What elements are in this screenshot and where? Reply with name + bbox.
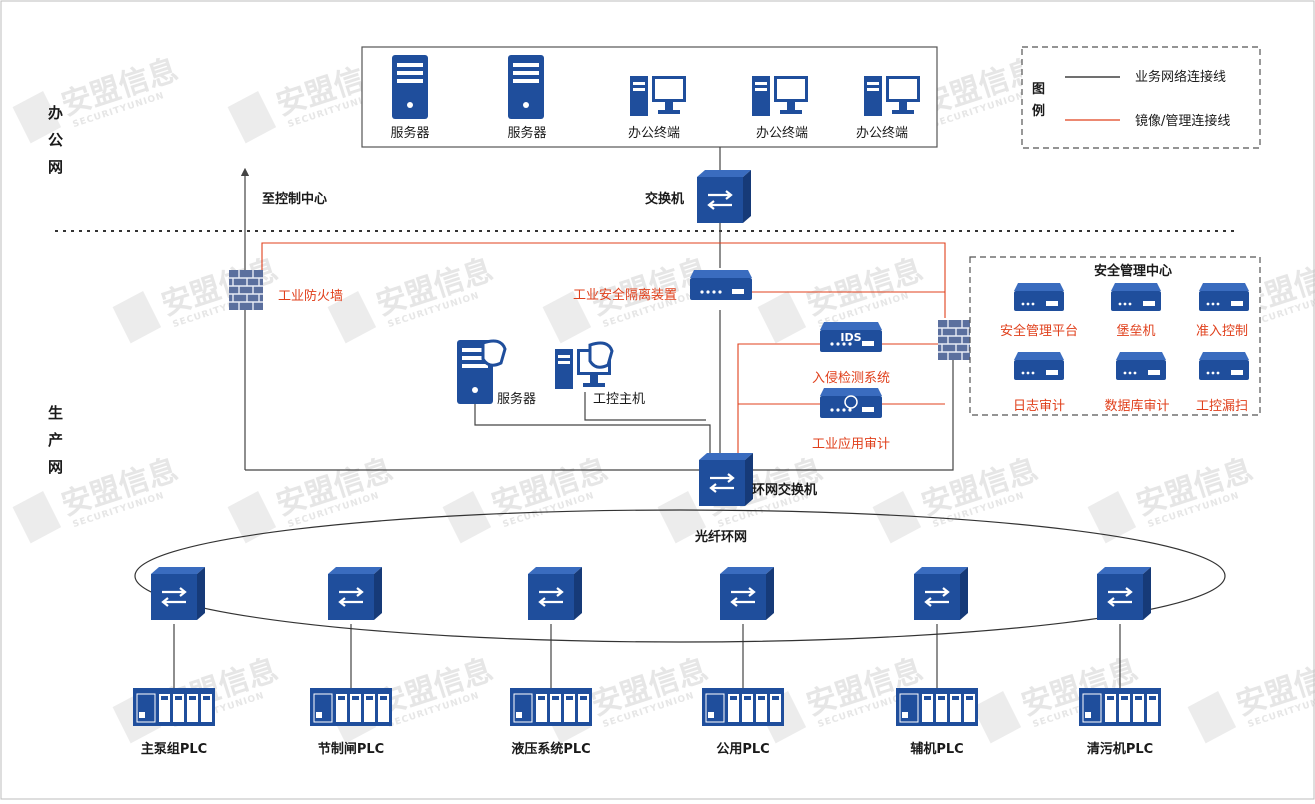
ring-node-switch-icon — [149, 565, 207, 622]
production-server-label: 服务器 — [497, 391, 536, 407]
ring-switch-label: 环网交换机 — [752, 482, 817, 498]
office-server-icon-1 — [392, 55, 428, 119]
security-item-label: 日志审计 — [1013, 399, 1065, 414]
ids-device: IDS — [820, 322, 882, 352]
office-terminal-icon-3 — [864, 76, 920, 116]
plc-rack-icon — [895, 687, 979, 727]
legend-mirror-label: 镜像/管理连接线 — [1135, 113, 1230, 129]
office-terminal-icon-1 — [630, 76, 686, 116]
zone-label-office-char: 网 — [48, 158, 63, 176]
security-firewall-icon — [937, 319, 973, 361]
office-device-label: 办公终端 — [756, 125, 808, 141]
access-control-icon — [1199, 283, 1249, 311]
isolation-device-icon — [690, 270, 752, 300]
ring-node-switch-icon — [718, 565, 776, 622]
office-device-label: 服务器 — [507, 125, 546, 141]
security-center-title: 安全管理中心 — [1094, 263, 1172, 279]
zone-label-office-char: 公 — [48, 131, 63, 149]
bastion-icon — [1111, 283, 1161, 311]
security-item-label: 工控漏扫 — [1196, 398, 1248, 414]
plc-label: 主泵组PLC — [141, 741, 207, 757]
office-terminal-icon-2 — [752, 76, 808, 116]
ids-label: 入侵检测系统 — [812, 370, 890, 386]
security-item-label: 堡垒机 — [1116, 323, 1155, 339]
plc-label: 公用PLC — [716, 742, 769, 757]
ring-node-switch-icon — [912, 565, 970, 622]
office-switch-label: 交换机 — [645, 191, 684, 207]
db-audit-icon — [1116, 352, 1166, 380]
ring-node-switch-icon — [1095, 565, 1153, 622]
vuln-scan-icon — [1199, 352, 1249, 380]
ring-switch-icon — [697, 451, 755, 508]
business-links — [173, 147, 1121, 690]
plc-label: 辅机PLC — [910, 741, 963, 757]
industrial-firewall-label: 工业防火墙 — [278, 288, 343, 304]
zone-label-production-char: 产 — [48, 431, 63, 449]
plc-rack-icon — [132, 687, 216, 727]
legend-business-label: 业务网络连接线 — [1135, 69, 1226, 85]
zone-label-office-char: 办 — [48, 104, 63, 122]
legend-box — [1021, 46, 1261, 149]
office-device-label: 办公终端 — [856, 125, 908, 141]
ring-node-switch-icon — [326, 565, 384, 622]
security-item-label: 安全管理平台 — [1000, 323, 1078, 339]
plc-label: 液压系统PLC — [511, 741, 590, 757]
isolation-device-label: 工业安全隔离装置 — [573, 287, 677, 303]
ids-tag: IDS — [840, 331, 861, 344]
app-audit-icon — [820, 388, 882, 418]
fiber-ring — [134, 509, 1226, 643]
legend-title-char: 图 — [1032, 82, 1045, 97]
plc-rack-icon — [701, 687, 785, 727]
industrial-firewall-icon — [228, 269, 264, 311]
plc-rack-icon — [1078, 687, 1162, 727]
to-control-center-label: 至控制中心 — [262, 191, 327, 207]
plc-rack-icon — [309, 687, 393, 727]
control-host-label: 工控主机 — [593, 392, 645, 407]
office-device-label: 服务器 — [390, 125, 429, 141]
zone-label-production: 生 产 网 — [48, 404, 63, 476]
server-shield-icon — [481, 339, 507, 367]
sec-platform-icon — [1014, 283, 1064, 311]
plc-label: 节制闸PLC — [318, 741, 384, 757]
office-device-label: 办公终端 — [628, 125, 680, 141]
host-shield-icon — [588, 341, 614, 369]
zone-label-office: 办 公 网 — [48, 104, 63, 176]
ring-node-switch-icon — [526, 565, 584, 622]
office-switch-icon — [695, 168, 753, 225]
mirror-links — [261, 242, 946, 456]
zone-label-production-char: 生 — [48, 404, 63, 422]
security-item-label: 准入控制 — [1196, 324, 1248, 339]
log-audit-icon — [1014, 352, 1064, 380]
fiber-ring-label: 光纤环网 — [694, 529, 747, 545]
audit-target-icon — [844, 395, 858, 409]
app-audit-label: 工业应用审计 — [812, 436, 890, 452]
office-device-group — [361, 46, 938, 148]
plc-rack-icon — [509, 687, 593, 727]
office-server-icon-2 — [508, 55, 544, 119]
security-item-label: 数据库审计 — [1104, 398, 1169, 414]
plc-label: 清污机PLC — [1087, 741, 1153, 757]
legend-title-char: 例 — [1032, 103, 1045, 119]
zone-label-production-char: 网 — [48, 458, 63, 476]
